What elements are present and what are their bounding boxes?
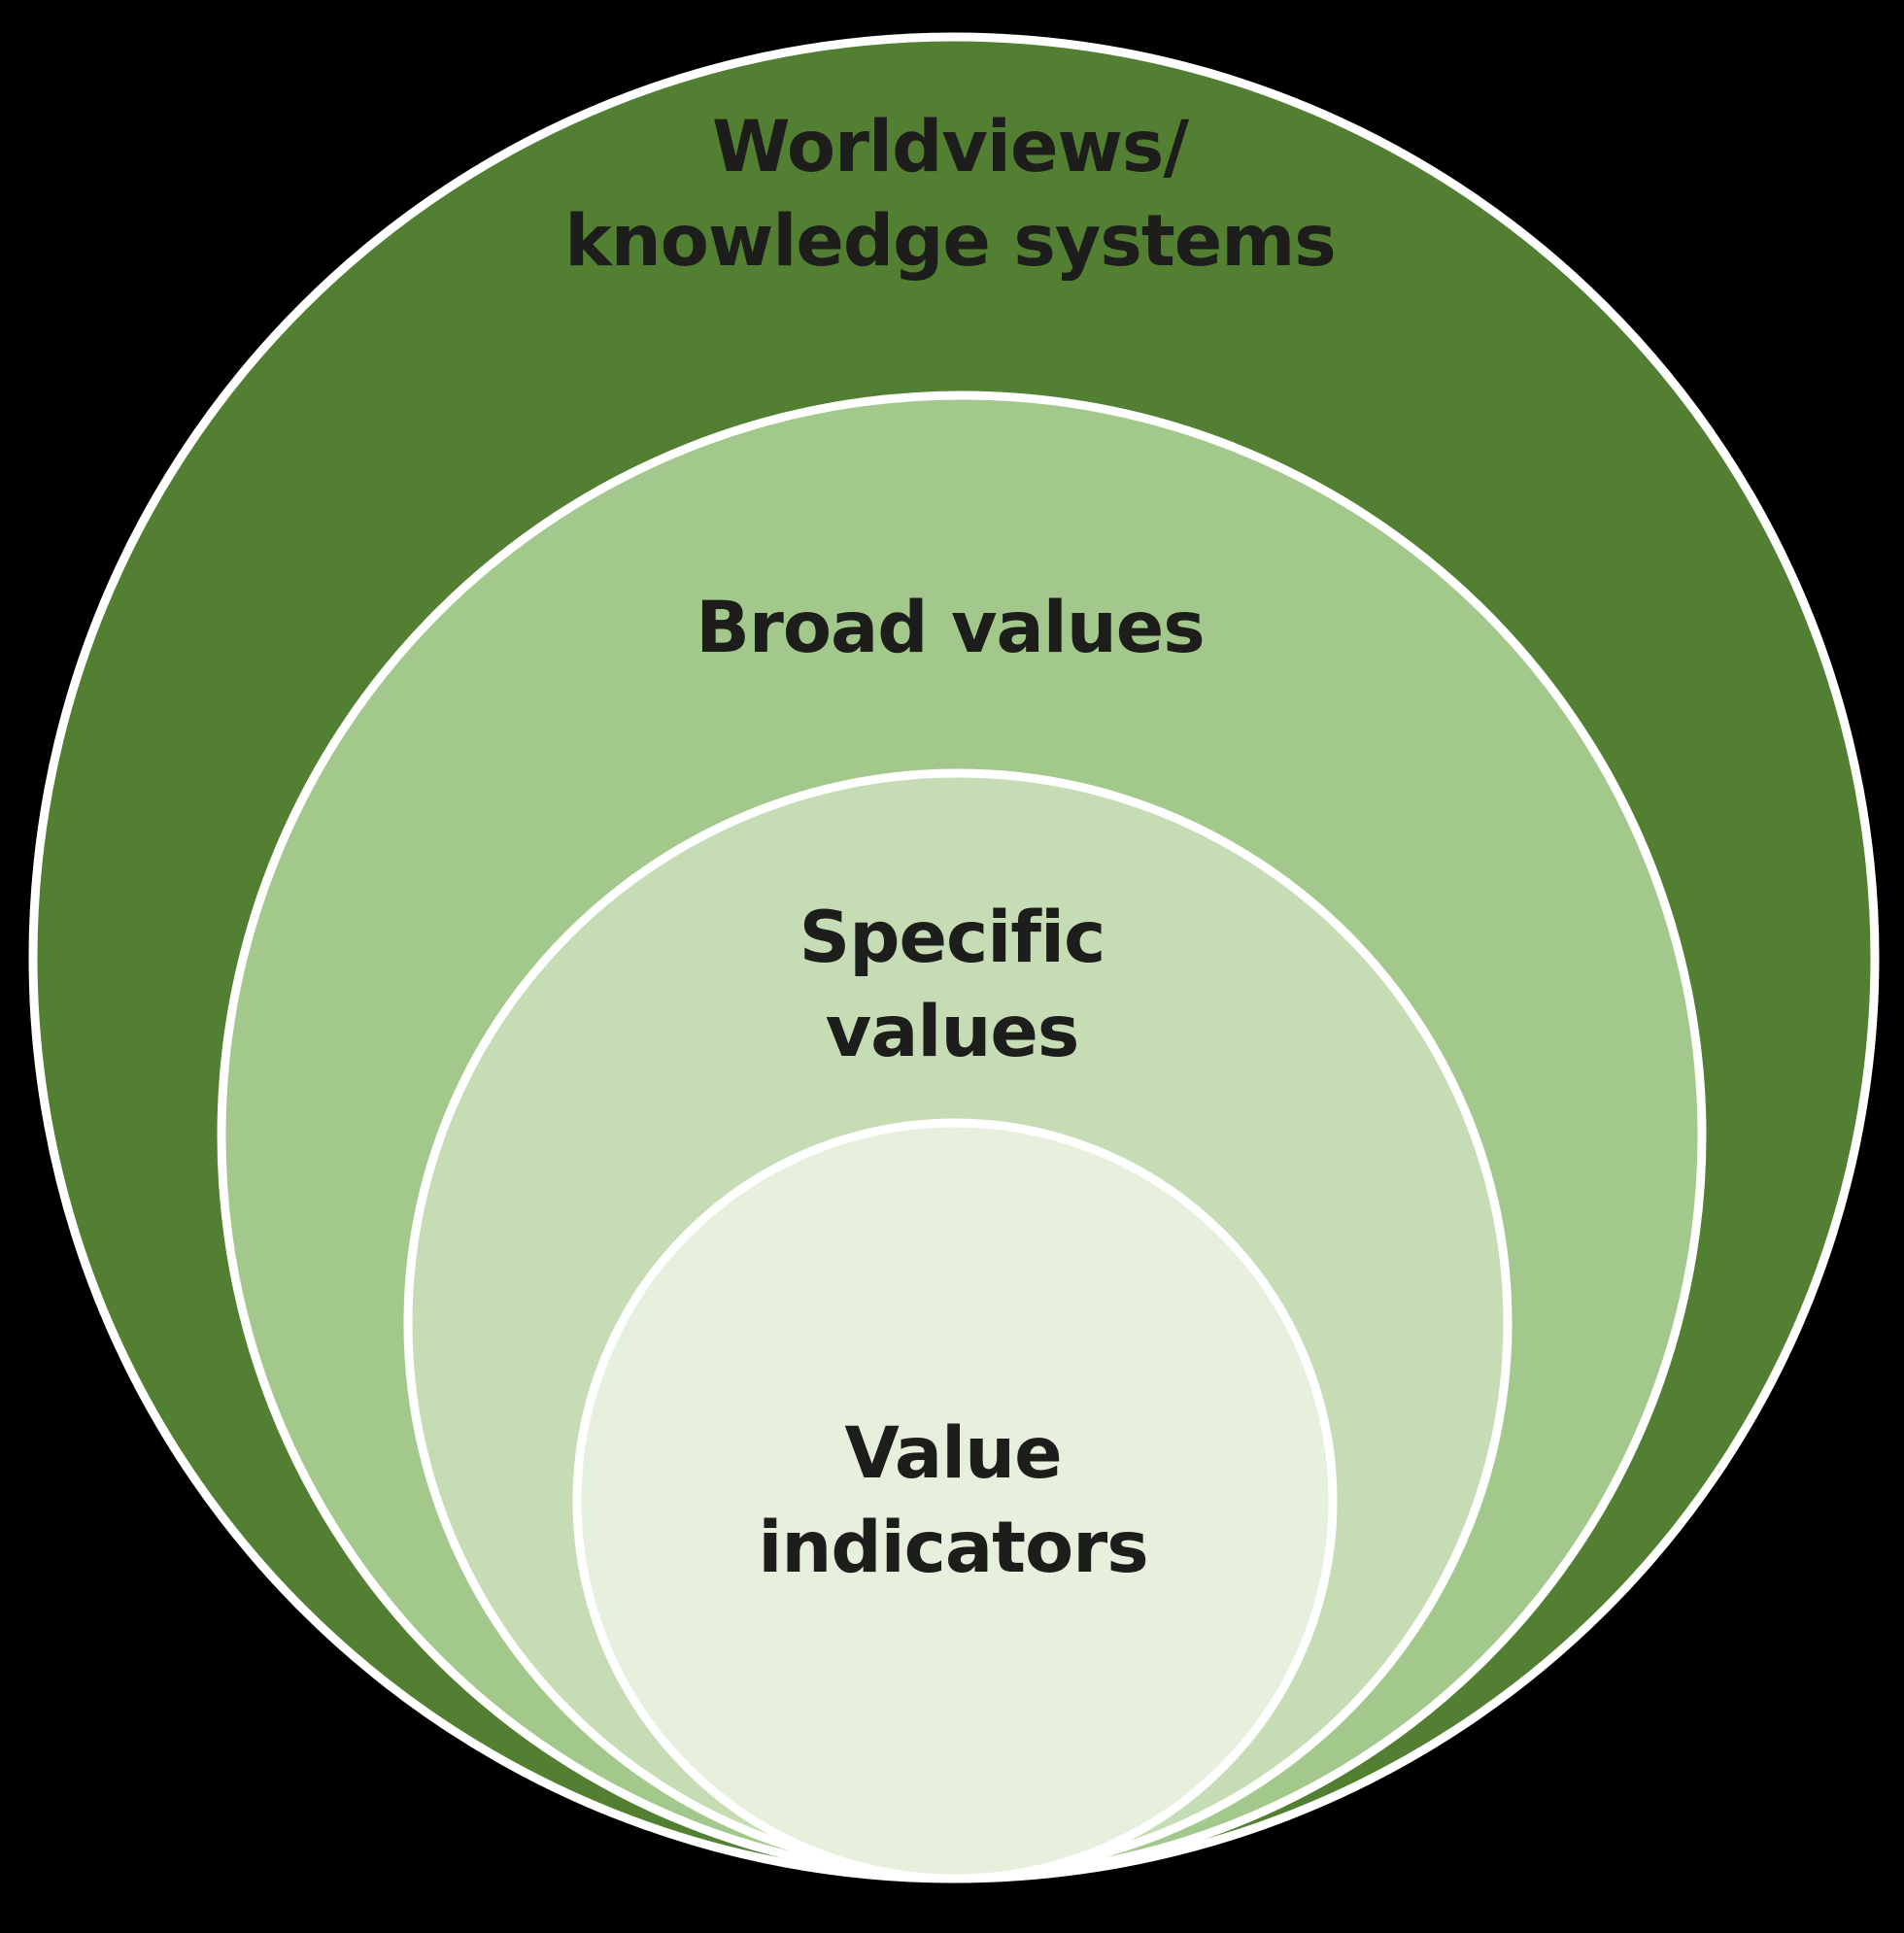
ring-label-line: Broad values [696, 587, 1206, 669]
ring-label-specific-values: Specific values [799, 891, 1106, 1079]
ring-label-value-indicators: Value indicators [758, 1407, 1148, 1595]
ring-label-line: Worldviews/ [711, 106, 1189, 188]
ring-label-line: indicators [758, 1507, 1148, 1589]
ring-label-line: values [825, 991, 1080, 1073]
ring-label-line: Value [844, 1412, 1062, 1495]
ring-label-worldviews-knowledge-systems: Worldviews/ knowledge systems [564, 100, 1336, 288]
ring-label-broad-values: Broad values [696, 581, 1206, 675]
ring-label-line: Specific [799, 897, 1106, 979]
ring-label-line: knowledge systems [564, 200, 1336, 283]
ring-circle-value-indicators [572, 1118, 1338, 1883]
